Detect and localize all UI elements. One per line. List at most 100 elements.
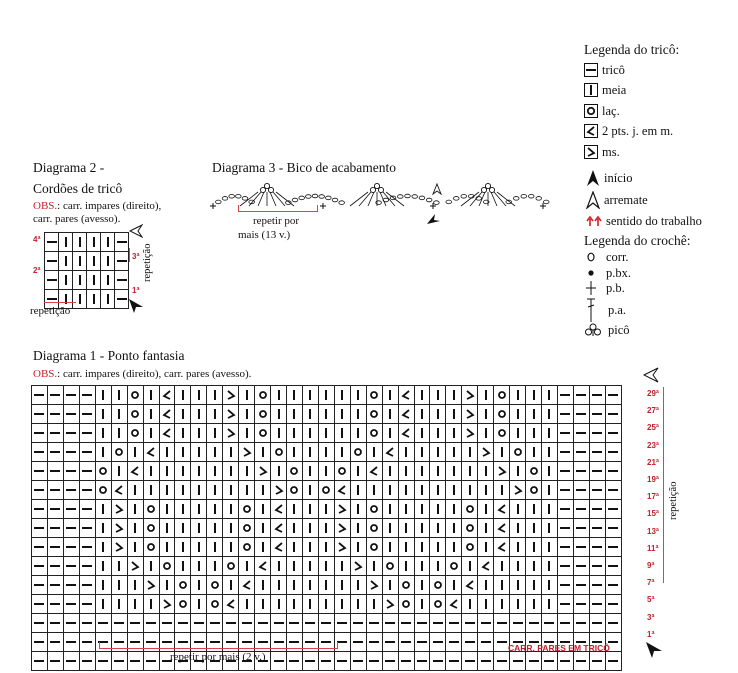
- yarn-over-icon: [179, 600, 187, 609]
- ssk-icon: [115, 504, 124, 515]
- meia-icon: [293, 542, 296, 553]
- d2-repeat-bracket-side: [129, 248, 130, 262]
- diagram3-edging-chart: [210, 182, 550, 224]
- stitch-cell: [365, 499, 383, 519]
- meia-icon: [373, 447, 376, 458]
- meia-icon: [436, 466, 439, 477]
- trico-icon: [273, 660, 284, 663]
- stitch-cell: [525, 499, 542, 519]
- trico-icon: [82, 489, 93, 492]
- stitch-cell: [222, 537, 240, 557]
- d2-repeat-bottom-label: repetição: [30, 305, 71, 317]
- meia-icon: [357, 390, 360, 401]
- stitch-cell: [381, 556, 399, 576]
- stitch-cell: [94, 385, 112, 405]
- meia-icon: [548, 580, 551, 591]
- d1-row-label: 21ª: [647, 457, 659, 467]
- meia-icon: [261, 523, 264, 534]
- trico-icon: [82, 432, 93, 435]
- stitch-cell: [588, 480, 606, 500]
- stitch-cell: [493, 385, 511, 405]
- picot-icon: [377, 186, 385, 194]
- stitch-cell: [413, 632, 431, 652]
- trico-icon: [544, 660, 555, 663]
- trico-icon: [82, 451, 93, 454]
- stitch-cell: [158, 556, 176, 576]
- double-crochet-icon: [469, 191, 483, 207]
- stitch-cell: [46, 651, 64, 671]
- meia-icon: [102, 409, 105, 420]
- trico-icon: [34, 451, 45, 454]
- meia-icon: [484, 580, 487, 591]
- ssk-icon: [227, 409, 236, 420]
- meia-icon: [197, 561, 200, 572]
- stitch-cell: [94, 651, 112, 671]
- stitch-cell: [78, 556, 96, 576]
- trico-icon: [592, 565, 603, 568]
- trico-icon: [385, 622, 396, 625]
- stitch-cell: [556, 499, 574, 519]
- stitch-cell: [62, 442, 80, 462]
- meia-icon: [452, 428, 455, 439]
- trico-icon: [528, 622, 539, 625]
- stitch-cell: [142, 651, 160, 671]
- trico-icon: [608, 470, 619, 473]
- meia-icon: [181, 390, 184, 401]
- stitch-cell: [158, 537, 176, 557]
- stitch-cell: [78, 461, 96, 481]
- stitch-cell: [126, 442, 144, 462]
- yarn-over-icon: [434, 600, 442, 609]
- stitch-cell: [190, 594, 208, 614]
- meia-icon: [405, 561, 408, 572]
- stitch-cell: [413, 480, 431, 500]
- trico-icon: [34, 622, 45, 625]
- meia-icon: [420, 485, 423, 496]
- meia-icon: [102, 504, 105, 515]
- stitch-cell: [604, 480, 622, 500]
- yarn-over-icon: [465, 543, 474, 552]
- ssk-icon: [115, 523, 124, 534]
- chart-row: [31, 442, 622, 462]
- k2tog-icon: [146, 447, 155, 458]
- meia-icon: [277, 466, 280, 477]
- stitch-cell: [222, 423, 240, 443]
- yarn-over-icon: [290, 467, 299, 476]
- trico-icon: [608, 394, 619, 397]
- stitch-cell: [126, 461, 144, 481]
- trico-icon: [608, 660, 619, 663]
- meia-icon: [197, 409, 200, 420]
- yarn-over-icon: [370, 505, 379, 514]
- stitch-cell: [381, 423, 399, 443]
- stitch-cell: [413, 423, 431, 443]
- trico-icon: [34, 394, 45, 397]
- trico-icon: [66, 451, 77, 454]
- stitch-cell: [317, 480, 335, 500]
- stitch-cell: [381, 594, 399, 614]
- trico-icon: [193, 660, 204, 663]
- chain-icon: [318, 194, 325, 199]
- stitch-cell: [174, 442, 192, 462]
- trico-icon: [592, 527, 603, 530]
- stitch-cell: [445, 651, 463, 671]
- stitch-cell: [142, 594, 160, 614]
- stitch-cell: [429, 575, 447, 595]
- trico-icon: [608, 451, 619, 454]
- stitch-cell: [397, 518, 415, 538]
- stitch-cell: [572, 385, 590, 405]
- stitch-cell: [541, 537, 558, 557]
- meia-icon: [436, 428, 439, 439]
- diagram1-obs: OBS.: carr. impares (direito), carr. par…: [33, 368, 251, 380]
- stitch-cell: [126, 518, 144, 538]
- trico-icon: [560, 527, 571, 530]
- stitch-cell: [509, 404, 527, 424]
- stitch-cell: [588, 537, 606, 557]
- trico-icon: [116, 298, 127, 301]
- meia-icon: [150, 428, 153, 439]
- trico-icon: [50, 527, 61, 530]
- stitch-cell: [365, 613, 383, 633]
- stitch-cell: [333, 423, 351, 443]
- trico-icon: [576, 470, 587, 473]
- stitch-cell: [429, 518, 447, 538]
- legend-item-trico: tricô: [584, 61, 625, 79]
- stitch-cell: [317, 499, 335, 519]
